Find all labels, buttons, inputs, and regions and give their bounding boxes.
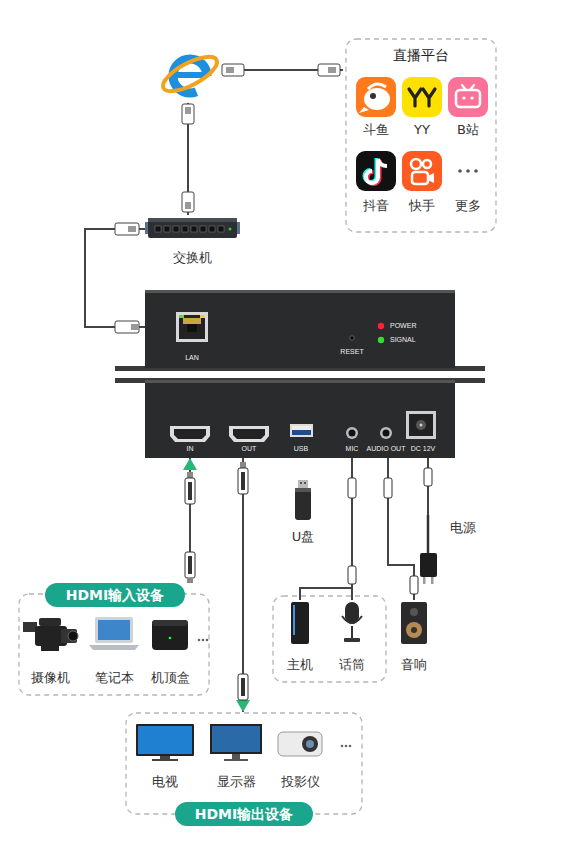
platform-icon: 抖音 [356, 151, 396, 216]
node-label: POWER [390, 322, 416, 330]
cable-line [85, 229, 145, 327]
node-label: HDMI输出设备 [195, 806, 293, 822]
output-device: 显示器 [208, 722, 264, 794]
audio-source-icon [332, 600, 372, 646]
output-device-icon [272, 722, 328, 762]
platform-icon-icon [448, 77, 488, 117]
output-device: 投影仪 [272, 722, 328, 794]
cable-connector [85, 229, 145, 327]
node-label: IN [187, 445, 194, 453]
node-label: 机顶盒 [151, 671, 190, 686]
node-label: 电源 [450, 521, 476, 536]
node-label: YY [414, 123, 430, 138]
network-switch: 交换机 [145, 215, 240, 268]
hdmi-output-group: HDMI输出设备 电视 显示器 投影仪 [125, 712, 363, 826]
node-label: SIGNAL [390, 336, 416, 344]
speaker: 音响 [395, 600, 433, 676]
node-label: RESET [340, 348, 363, 356]
network-switch-icon [145, 215, 240, 241]
node-label: 抖音 [363, 199, 389, 214]
network-cable [182, 64, 343, 215]
platform-icon-icon [356, 77, 396, 117]
device-front-panel: LAN RESET POWER SIGNAL [145, 290, 455, 368]
node-label: 显示器 [217, 775, 256, 790]
device-back-panel: IN OUT USB MIC AUDIO OUT DC 12V [145, 380, 455, 458]
node-label: HDMI输入设备 [66, 587, 164, 603]
input-device: 笔记本 [86, 612, 142, 688]
platform-icon: B站 [448, 77, 488, 140]
usb-drive-icon [286, 478, 320, 522]
power-adapter: 电源 [419, 515, 479, 592]
audio-source: 主机 [280, 600, 320, 676]
platform-icon-icon [448, 151, 488, 191]
cable-connector [183, 458, 197, 583]
arrow-head [236, 700, 250, 712]
cable-connector [236, 458, 250, 712]
platform-icon: 斗鱼 [356, 77, 396, 140]
node-label: 斗鱼 [363, 123, 389, 138]
node-label: USB [294, 445, 308, 453]
node-label: 快手 [409, 199, 435, 214]
node-label: 电视 [152, 775, 178, 790]
input-device-icon [21, 612, 79, 654]
input-device-icon [146, 612, 194, 654]
platform-group: 直播平台斗鱼 YY B站抖音 快手 更多 [345, 38, 497, 233]
platform-icon-icon [356, 151, 396, 191]
node-label: U盘 [292, 530, 315, 545]
node-label: 交换机 [173, 251, 212, 266]
platform-icon: YY [402, 77, 442, 140]
output-device-icon [208, 722, 264, 762]
hdmi-plug [185, 462, 248, 700]
input-device: 摄像机 [21, 612, 79, 688]
node-label: DC 12V [411, 445, 436, 453]
mounting-flange [115, 366, 485, 383]
arrow-head [183, 458, 197, 470]
platform-icon-icon [402, 151, 442, 191]
platform-icon: 更多 [448, 151, 488, 216]
node-label: OUT [242, 445, 257, 453]
node-label: 话筒 [339, 658, 365, 673]
node-label: LAN [185, 354, 199, 362]
node-label: B站 [457, 123, 479, 138]
node-label: 音响 [401, 658, 427, 673]
speaker-icon [395, 600, 433, 646]
node-label: MIC [346, 445, 359, 453]
usb-drive: U盘 [286, 478, 320, 546]
node-label: 主机 [287, 658, 313, 673]
rj45-plug [115, 223, 139, 333]
node-label: AUDIO OUT [367, 445, 406, 453]
audio-plug [348, 468, 432, 594]
node-label: 直播平台 [393, 47, 449, 63]
platform-icon-icon [402, 77, 442, 117]
hdmi-input-group: HDMI输入设备摄像机 笔记本 机顶盒 [18, 583, 210, 696]
input-device: 机顶盒 [146, 612, 194, 688]
audio-source: 话筒 [332, 600, 372, 676]
internet-icon [158, 50, 221, 98]
node-label: 摄像机 [31, 671, 70, 686]
node-label: 更多 [455, 199, 481, 214]
node-label: 笔记本 [95, 671, 134, 686]
audio-group-outline [273, 596, 386, 682]
output-device-icon [134, 722, 196, 762]
node-label: 投影仪 [281, 775, 320, 790]
platform-icon: 快手 [402, 151, 442, 216]
output-device: 电视 [134, 722, 196, 794]
input-device-icon [86, 612, 142, 654]
audio-source-icon [280, 600, 320, 646]
